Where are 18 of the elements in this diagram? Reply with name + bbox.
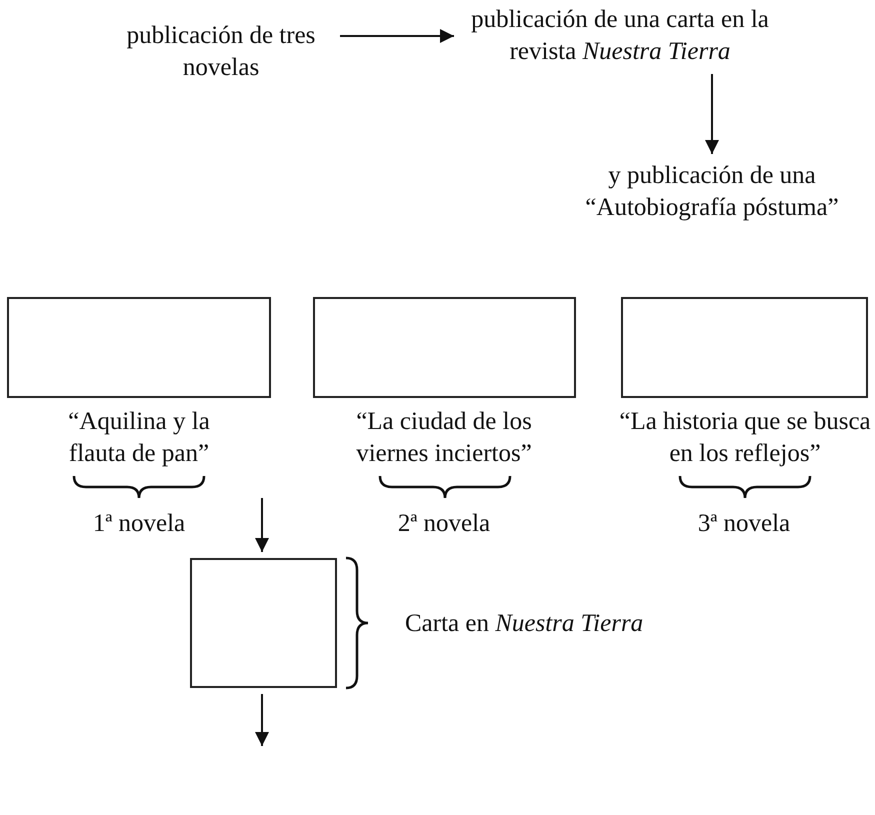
caption-text: 3ª novela xyxy=(696,509,792,539)
arrow xyxy=(255,694,269,746)
arrow xyxy=(705,74,719,154)
caption-text: “Aquilina y la flauta de pan” xyxy=(67,407,211,469)
empty-box xyxy=(7,297,271,398)
arrow xyxy=(340,29,454,43)
empty-box xyxy=(313,297,576,398)
note-text: publicación de tres novelas xyxy=(110,20,332,84)
caption-text: 2ª novela xyxy=(396,509,492,539)
caption-text: “La ciudad de los viernes inciertos” xyxy=(355,407,533,469)
empty-box xyxy=(621,297,868,398)
caption-text: 1ª novela xyxy=(92,509,186,539)
note-text: y publicación de una “Autobiografía póstuma” xyxy=(562,160,862,224)
arrow xyxy=(255,498,269,552)
caption-text: Carta en Nuestra Tierra xyxy=(405,609,644,639)
note-text: publicación de una carta en la revista Nuestra Tierra xyxy=(462,4,778,68)
empty-box xyxy=(190,558,337,688)
caption-text: “La historia que se busca en los reflejos” xyxy=(618,407,872,469)
